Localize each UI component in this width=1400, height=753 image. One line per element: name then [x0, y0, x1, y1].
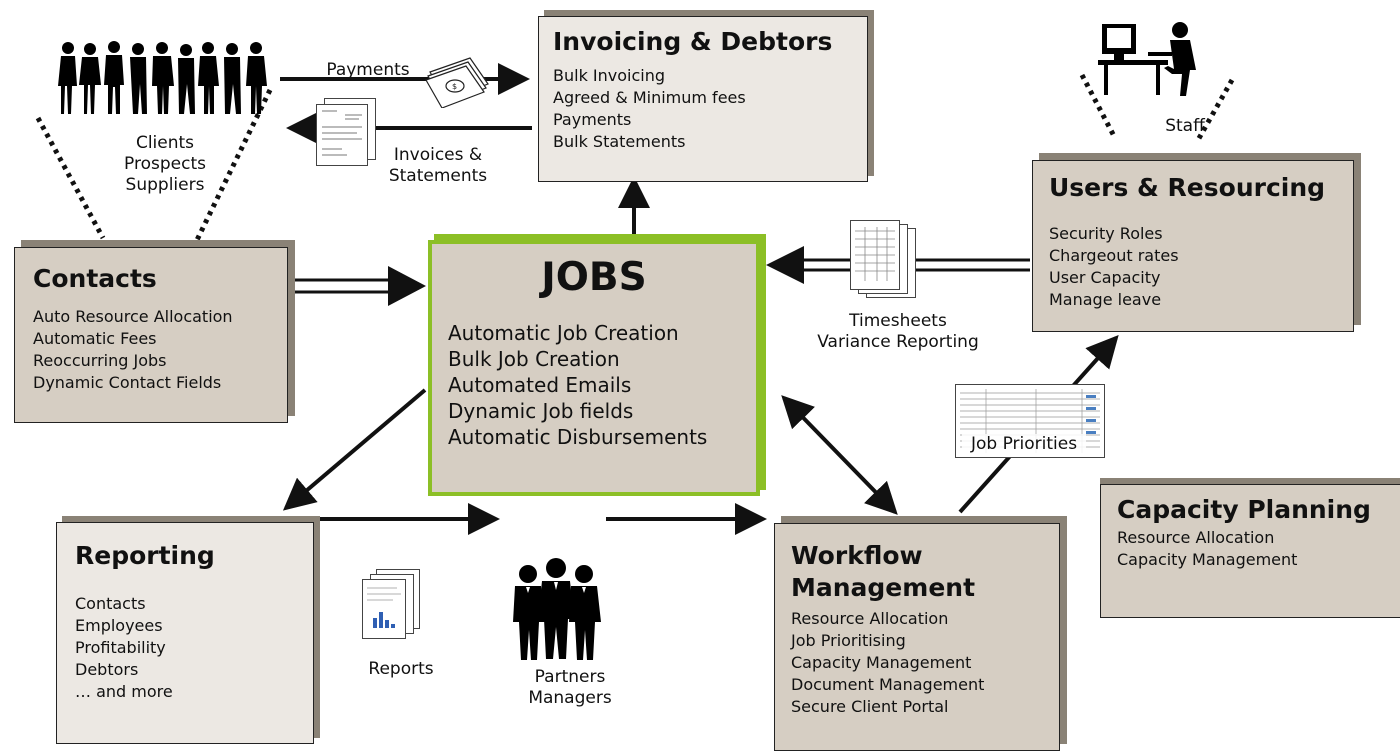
prospects-line: Prospects: [124, 154, 206, 174]
users-item: Chargeout rates: [1049, 246, 1179, 265]
reporting-item: Debtors: [75, 660, 139, 679]
jobs-box: JOBS Automatic Job Creation Bulk Job Cre…: [428, 240, 760, 496]
clients-line: Clients: [135, 133, 195, 153]
clients-view-line-left: [35, 116, 106, 240]
invoices-line: Invoices &: [393, 145, 483, 165]
reporting-item: … and more: [75, 682, 173, 701]
jobs-item: Automatic Disbursements: [448, 425, 708, 449]
timesheets-line: Timesheets: [849, 311, 947, 331]
job-priorities-label: Job Priorities: [962, 434, 1086, 455]
jobs-title: JOBS: [541, 255, 647, 300]
workflow-item: Resource Allocation: [791, 609, 949, 628]
report-document-icon-front: [362, 579, 406, 639]
variance-reporting-line: Variance Reporting: [817, 332, 979, 352]
payments-label: Payments: [326, 60, 410, 80]
money-stack-icon: $: [425, 57, 489, 108]
clients-view-line-right: [194, 88, 273, 242]
reporting-item: Profitability: [75, 638, 166, 657]
users-resourcing-title: Users & Resourcing: [1049, 173, 1326, 202]
business-partners-icon: [513, 558, 601, 660]
invoice-document-icon-front: [316, 104, 368, 166]
jobs-item: Automated Emails: [448, 373, 632, 397]
users-item: User Capacity: [1049, 268, 1161, 287]
invoices-label: Invoices & Statements: [378, 145, 498, 187]
jobs-workflow-arrow: [781, 395, 898, 515]
users-resourcing-box: Users & Resourcing Security Roles Charge…: [1032, 160, 1354, 332]
contacts-to-jobs-arrow: [294, 266, 426, 306]
partners-label: Partners Managers: [520, 667, 620, 709]
managers-line: Managers: [528, 688, 612, 708]
staff-label: Staff: [1165, 116, 1205, 136]
suppliers-line: Suppliers: [125, 175, 205, 195]
invoicing-item: Bulk Invoicing: [553, 66, 666, 85]
contacts-item: Dynamic Contact Fields: [33, 373, 222, 392]
contacts-box: Contacts Auto Resource Allocation Automa…: [14, 247, 288, 423]
jobs-item: Dynamic Job fields: [448, 399, 634, 423]
contacts-item: Auto Resource Allocation: [33, 307, 233, 326]
contacts-item: Automatic Fees: [33, 329, 157, 348]
workflow-item: Capacity Management: [791, 653, 972, 672]
reporting-box: Reporting Contacts Employees Profitabili…: [56, 522, 314, 744]
reports-label: Reports: [368, 659, 434, 679]
capacity-item: Resource Allocation: [1117, 528, 1275, 547]
jobs-to-reporting-arrow: [282, 388, 427, 511]
staff-view-line-left: [1079, 73, 1118, 140]
partners-line: Partners: [534, 667, 606, 687]
svg-text:$: $: [452, 82, 457, 91]
invoicing-debtors-title: Invoicing & Debtors: [553, 27, 833, 56]
contacts-title: Contacts: [33, 264, 157, 293]
reporting-item: Contacts: [75, 594, 146, 613]
clients-label: Clients Prospects Suppliers: [110, 133, 220, 196]
workflow-item: Secure Client Portal: [791, 697, 949, 716]
statements-line: Statements: [388, 166, 488, 186]
jobs-item: Automatic Job Creation: [448, 321, 679, 345]
reporting-title: Reporting: [75, 541, 215, 570]
workflow-management-box: Workflow Management Resource Allocation …: [774, 523, 1060, 751]
workflow-item: Document Management: [791, 675, 985, 694]
invoicing-debtors-box: Invoicing & Debtors Bulk Invoicing Agree…: [538, 16, 868, 182]
contacts-item: Reoccurring Jobs: [33, 351, 167, 370]
reporting-item: Employees: [75, 616, 163, 635]
workflow-title-line2: Management: [791, 573, 976, 602]
invoicing-item: Payments: [553, 110, 632, 129]
capacity-planning-title: Capacity Planning: [1117, 495, 1371, 524]
people-silhouettes-icon: [58, 41, 267, 114]
jobs-item: Bulk Job Creation: [448, 347, 620, 371]
invoicing-item: Agreed & Minimum fees: [553, 88, 746, 107]
computer-user-icon: [1098, 22, 1196, 96]
workflow-item: Job Prioritising: [791, 631, 906, 650]
capacity-planning-box: Capacity Planning Resource Allocation Ca…: [1100, 484, 1400, 618]
timesheet-document-icon-front: [850, 220, 900, 290]
workflow-title-line1: Workflow: [791, 541, 923, 570]
users-item: Manage leave: [1049, 290, 1162, 309]
staff-view-line-right: [1195, 78, 1235, 142]
timesheets-label: Timesheets Variance Reporting: [800, 311, 996, 353]
capacity-item: Capacity Management: [1117, 550, 1298, 569]
users-item: Security Roles: [1049, 224, 1163, 243]
invoicing-item: Bulk Statements: [553, 132, 686, 151]
